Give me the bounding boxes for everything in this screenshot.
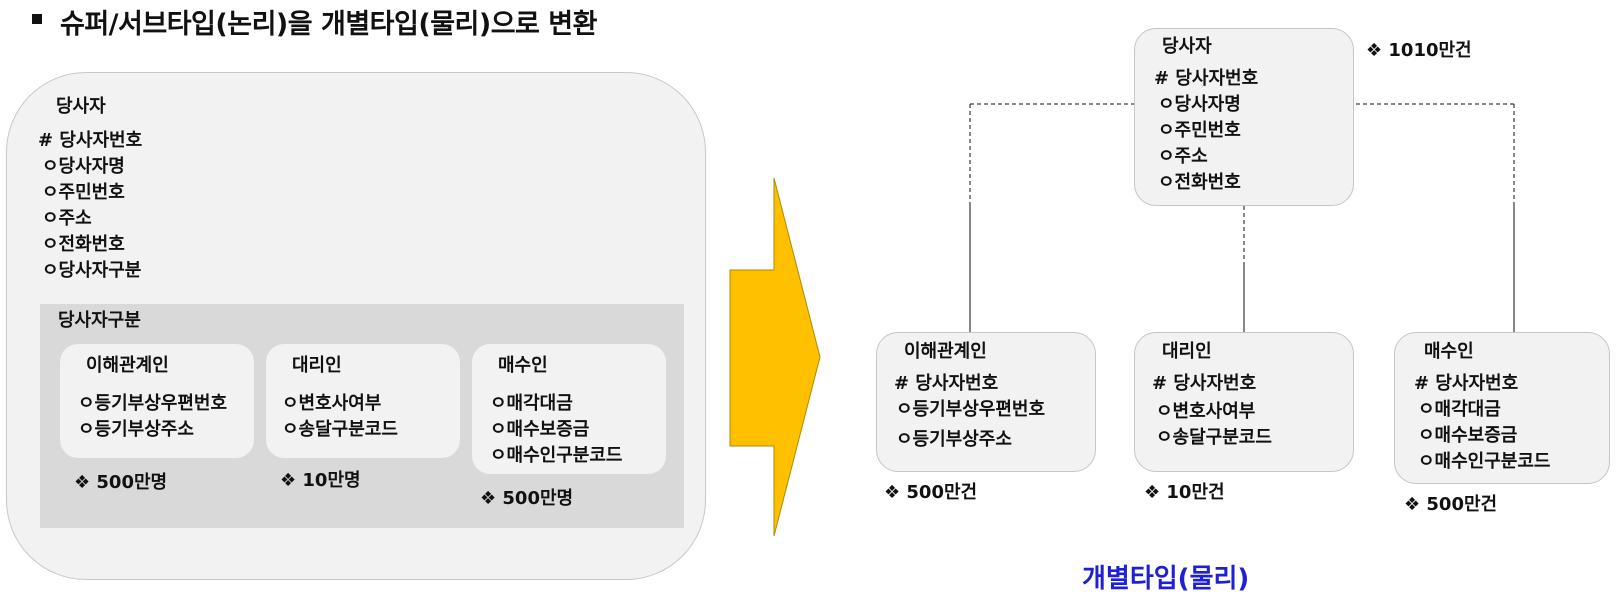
transform-arrow-icon (729, 177, 821, 537)
subtype-attribute: ㅇ변호사여부 (282, 393, 382, 414)
title-bullet-icon (32, 14, 42, 24)
subtype-attribute: ㅇ송달구분코드 (282, 419, 398, 440)
supertype-attribute: ㅇ주민번호 (42, 182, 125, 203)
child-entity-box (1134, 332, 1354, 472)
child-entity-name: 매수인 (1424, 341, 1474, 362)
child-entity-count: ❖ 10만건 (1144, 482, 1225, 503)
subtype-count: ❖ 10만명 (280, 470, 361, 491)
parent-entity-name: 당사자 (1162, 36, 1212, 57)
page-title: 슈퍼/서브타입(논리)을 개별타입(물리)으로 변환 (60, 9, 597, 40)
subtype-attribute: ㅇ등기부상우편번호 (78, 393, 228, 414)
parent-entity-attribute: ㅇ전화번호 (1158, 172, 1241, 193)
parent-entity-pk: # 당사자번호 (1154, 68, 1259, 89)
child-entity-count: ❖ 500만건 (884, 482, 978, 503)
child-entity-count: ❖ 500만건 (1404, 494, 1498, 515)
supertype-attribute: ㅇ주소 (42, 208, 92, 229)
child-entity-attribute: ㅇ매수인구분코드 (1418, 451, 1551, 472)
subtype-attribute: ㅇ매각대금 (490, 393, 573, 414)
subtype-attribute: ㅇ등기부상주소 (78, 419, 194, 440)
subtype-name: 대리인 (292, 355, 342, 376)
parent-entity-attribute: ㅇ주민번호 (1158, 120, 1241, 141)
supertype-attribute: ㅇ전화번호 (42, 234, 125, 255)
supertype-attribute: ㅇ당사자구분 (42, 260, 142, 281)
parent-entity-attribute: ㅇ주소 (1158, 146, 1208, 167)
supertype-pk: # 당사자번호 (38, 130, 143, 151)
subtype-attribute: ㅇ매수인구분코드 (490, 445, 623, 466)
child-entity-attribute: ㅇ등기부상주소 (896, 429, 1012, 450)
supertype-attribute: ㅇ당사자명 (42, 156, 125, 177)
child-entity-pk: # 당사자번호 (1414, 373, 1519, 394)
parent-entity-box (1134, 28, 1354, 206)
child-entity-attribute: ㅇ매각대금 (1418, 399, 1501, 420)
subtype-box (266, 344, 460, 458)
physical-caption: 개별타입(물리) (1082, 564, 1250, 594)
subtype-group-label: 당사자구분 (58, 310, 141, 331)
child-entity-pk: # 당사자번호 (894, 373, 999, 394)
subtype-count: ❖ 500만명 (480, 488, 574, 509)
subtype-name: 매수인 (498, 355, 548, 376)
subtype-count: ❖ 500만명 (74, 472, 168, 493)
child-entity-attribute: ㅇ등기부상우편번호 (896, 399, 1046, 420)
child-entity-box (1394, 332, 1610, 484)
subtype-name: 이해관계인 (86, 355, 169, 376)
child-entity-pk: # 당사자번호 (1152, 373, 1257, 394)
child-entity-name: 이해관계인 (904, 341, 987, 362)
subtype-box (60, 344, 254, 458)
child-entity-attribute: ㅇ송달구분코드 (1156, 427, 1272, 448)
child-entity-attribute: ㅇ매수보증금 (1418, 425, 1518, 446)
supertype-name: 당사자 (56, 96, 106, 117)
child-entity-name: 대리인 (1162, 341, 1212, 362)
subtype-attribute: ㅇ매수보증금 (490, 419, 590, 440)
child-entity-attribute: ㅇ변호사여부 (1156, 401, 1256, 422)
parent-entity-attribute: ㅇ당사자명 (1158, 94, 1241, 115)
subtype-box (472, 344, 666, 474)
child-entity-box (876, 332, 1096, 472)
parent-entity-count: ❖ 1010만건 (1366, 40, 1472, 61)
